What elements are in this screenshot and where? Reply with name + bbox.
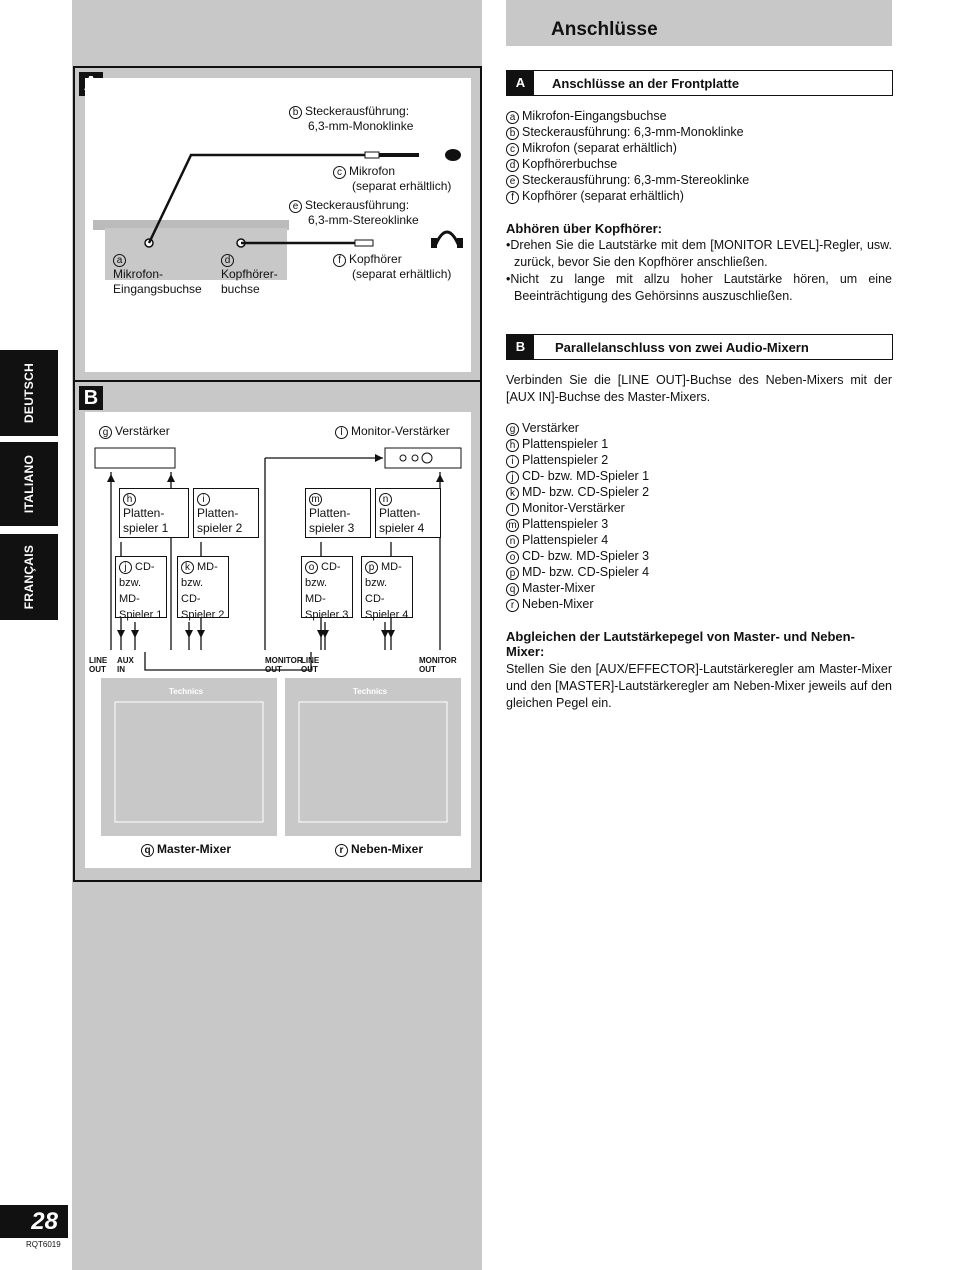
lang-tab-francais[interactable]: FRANÇAIS bbox=[0, 534, 58, 620]
figure-b-letter: B bbox=[79, 386, 103, 410]
slave-brand-logo: Technics bbox=[353, 687, 388, 696]
microphone-icon bbox=[445, 149, 461, 161]
mic-cable bbox=[147, 153, 365, 244]
monitor-amplifier-icon bbox=[384, 447, 462, 469]
level-subheading: Abgleichen der Lautstärkepegel von Maste… bbox=[506, 629, 855, 659]
page-number: 28 bbox=[0, 1205, 68, 1238]
lang-tab-deutsch[interactable]: DEUTSCH bbox=[0, 350, 58, 436]
left-margin bbox=[0, 0, 72, 1270]
headphone-notes: •Drehen Sie die Lautstärke mit dem [MONI… bbox=[506, 238, 892, 303]
page-title-bar: Anschlüsse bbox=[506, 0, 892, 46]
amplifier-icon bbox=[94, 447, 176, 469]
section-b-heading: B Parallelanschluss von zwei Audio-Mixer… bbox=[506, 334, 893, 360]
level-paragraph: Stellen Sie den [AUX/EFFECTOR]-Lautstärk… bbox=[506, 662, 892, 710]
headphone-subheading: Abhören über Kopfhörer: bbox=[506, 221, 662, 236]
section-b-intro: Verbinden Sie die [LINE OUT]-Buchse des … bbox=[506, 373, 892, 404]
lang-tab-italiano[interactable]: ITALIANO bbox=[0, 442, 58, 526]
headphone-icon bbox=[433, 230, 461, 247]
figure-b: B bbox=[73, 382, 482, 882]
page-title: Anschlüsse bbox=[551, 19, 658, 40]
mixer-front-panel bbox=[105, 228, 287, 280]
master-brand-logo: Technics bbox=[169, 687, 204, 696]
connection-diagram bbox=[94, 447, 462, 836]
document-code: RQT6019 bbox=[26, 1240, 61, 1249]
mic-handle-icon bbox=[379, 153, 419, 157]
mono-plug-icon bbox=[364, 151, 380, 159]
arrow-heads bbox=[107, 454, 444, 638]
master-mixer-icon bbox=[101, 678, 277, 836]
stereo-plug-icon bbox=[354, 239, 374, 247]
mixer-top-edge bbox=[93, 220, 289, 230]
section-a-heading: A Anschlüsse an der Frontplatte bbox=[506, 70, 893, 96]
slave-mixer-icon bbox=[285, 678, 461, 836]
front-panel-diagram bbox=[93, 149, 463, 280]
